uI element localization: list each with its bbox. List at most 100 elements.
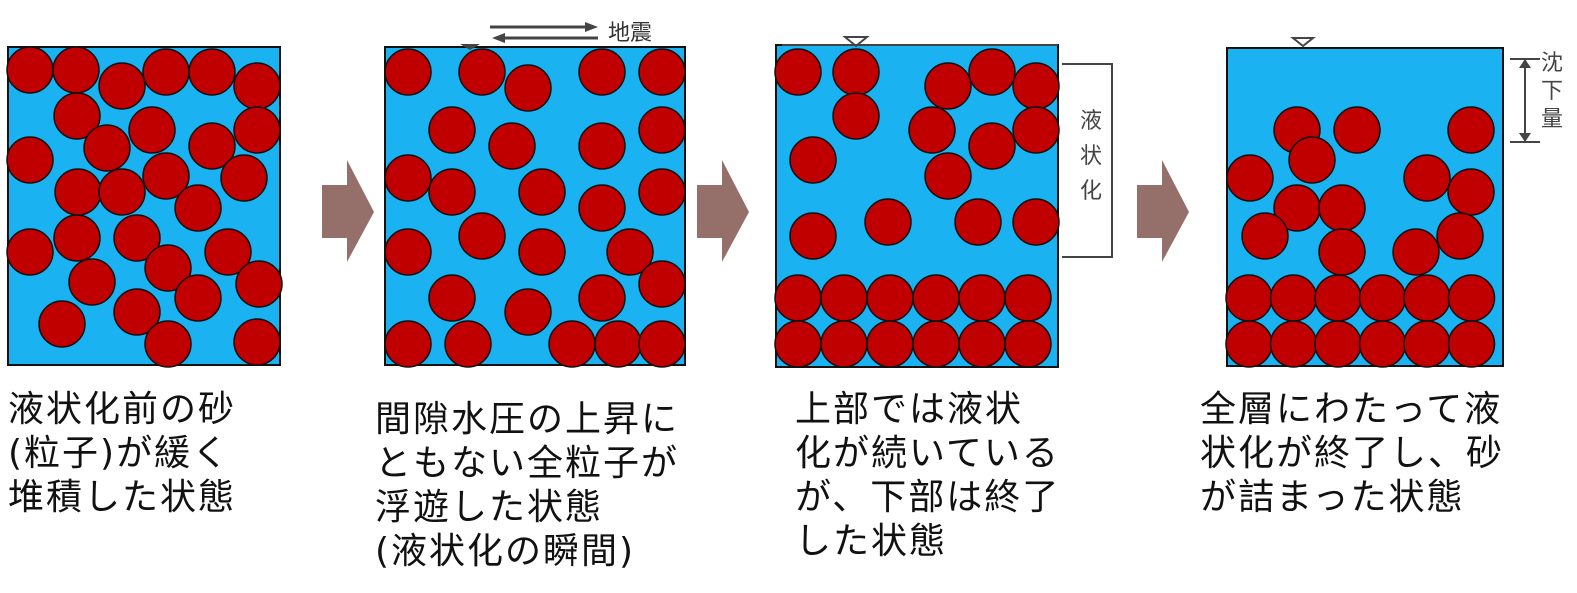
sand-particle: [968, 48, 1016, 96]
sand-particle: [820, 320, 868, 368]
sand-particle: [1436, 212, 1484, 260]
sand-particle: [384, 320, 432, 368]
sand-particle: [1269, 320, 1318, 368]
sand-particle: [820, 274, 868, 322]
sand-particle: [958, 274, 1006, 322]
sand-particle: [504, 288, 552, 336]
sand-particle: [774, 48, 822, 96]
sand-particle: [188, 122, 236, 170]
sand-particle: [98, 62, 146, 110]
sand-particle: [235, 260, 283, 308]
sand-particle: [83, 124, 131, 172]
sand-particle: [518, 168, 566, 216]
sand-particle: [6, 46, 54, 94]
sand-particle: [113, 214, 161, 262]
sand-particle: [53, 92, 101, 140]
sand-particle: [1403, 320, 1451, 368]
sand-particle: [908, 106, 956, 154]
sand-particle: [1314, 274, 1362, 322]
sand-particle: [954, 198, 1002, 246]
sand-particle: [1225, 274, 1273, 322]
sand-particle: [458, 212, 506, 260]
sand-particle: [832, 92, 880, 140]
sand-particle: [1288, 136, 1336, 184]
panel-partial-liquefaction-particles: [774, 48, 1060, 368]
sand-particle: [1012, 198, 1060, 246]
sand-particle: [594, 320, 642, 368]
sand-particle: [866, 274, 914, 322]
sand-particle: [638, 260, 686, 308]
sand-particle: [53, 214, 101, 262]
sand-particle: [384, 154, 432, 202]
right-arrow-icon: [322, 160, 374, 262]
water-level-marker: [1290, 37, 1316, 48]
sand-particle: [233, 318, 281, 366]
sand-particle: [1403, 154, 1451, 202]
sand-particle: [1004, 274, 1052, 322]
caption-after-liquefaction: 全層にわたって液 状化が終了し、砂 が詰まった状態: [1200, 389, 1505, 518]
panel-after-liquefaction-particles: [1225, 106, 1496, 368]
sand-particle: [1447, 274, 1496, 322]
sand-particle: [233, 106, 281, 154]
sand-particle: [518, 228, 566, 276]
sand-particle: [1012, 62, 1060, 110]
sand-particle: [1314, 320, 1362, 368]
sand-particle: [52, 46, 100, 94]
water-level-marker: [460, 44, 480, 50]
sand-particle: [204, 228, 252, 276]
sand-particle: [774, 274, 822, 322]
sand-particle: [958, 320, 1006, 368]
sand-particle: [578, 48, 626, 96]
sand-particle: [968, 122, 1016, 170]
sand-particle: [428, 106, 476, 154]
sand-particle: [444, 320, 492, 368]
sand-particle: [578, 184, 626, 232]
sand-particle: [142, 48, 190, 96]
sand-particle: [912, 320, 960, 368]
panel-liquefaction-moment-particles: [384, 48, 686, 368]
sand-particle: [1403, 274, 1451, 322]
caption-liquefaction-moment: 間隙水圧の上昇に ともない全粒子が 浮遊した状態 (液状化の瞬間): [375, 399, 680, 572]
sand-particle: [504, 64, 552, 112]
settlement-label: 沈 下 量: [1541, 51, 1570, 132]
sand-particle: [1447, 320, 1496, 368]
sand-particle: [1226, 154, 1274, 202]
sand-particle: [774, 320, 822, 368]
water-level-marker: [842, 36, 870, 48]
sand-particle: [188, 48, 236, 96]
sand-particle: [1269, 274, 1318, 322]
sand-particle: [1358, 320, 1407, 368]
earthquake-indicator: 地震: [460, 21, 652, 50]
sand-particle: [1318, 228, 1366, 276]
sand-particle: [1333, 106, 1381, 154]
sand-particle: [912, 274, 960, 322]
sand-particle: [142, 152, 190, 200]
sand-particle: [174, 184, 222, 232]
sand-particle: [606, 228, 654, 276]
sand-particle: [1358, 274, 1407, 322]
sand-particle: [6, 136, 54, 184]
sand-particle: [144, 320, 192, 368]
panel-before-liquefaction-particles: [6, 46, 283, 368]
sand-particle: [1241, 212, 1289, 260]
sand-particle: [384, 48, 432, 96]
sand-particle: [924, 62, 972, 110]
sand-particle: [174, 274, 222, 322]
sand-particle: [1225, 320, 1273, 368]
sand-particle: [428, 274, 476, 322]
earthquake-label: 地震: [608, 21, 652, 46]
liquefaction-label: 液 状 化: [1080, 109, 1109, 204]
sand-particle: [428, 168, 476, 216]
sand-particle: [548, 320, 596, 368]
sand-particle: [68, 258, 116, 306]
settlement-bracket: 沈 下 量: [1290, 37, 1570, 143]
sand-particle: [1318, 184, 1366, 232]
liquefaction-bracket: 液 状 化: [782, 36, 1113, 258]
sand-particle: [638, 106, 686, 154]
sand-particle: [578, 274, 626, 322]
caption-partial-liquefaction: 上部では液状 化が続いている が、下部は終了 した状態: [795, 389, 1061, 562]
sand-particle: [488, 122, 536, 170]
sand-particle: [924, 152, 972, 200]
sand-particle: [864, 198, 912, 246]
